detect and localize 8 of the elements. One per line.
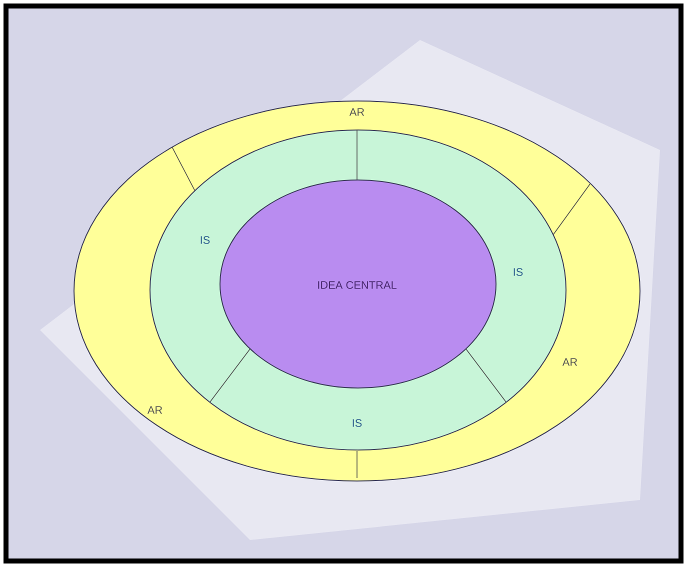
ring-label: IDEA CENTRAL — [318, 281, 397, 289]
ellipse-ring — [220, 180, 496, 388]
ring-label: AR — [562, 358, 578, 366]
ring-label: IS — [200, 236, 210, 244]
ring-label: IS — [514, 268, 523, 276]
ring-label: AR — [349, 108, 364, 116]
ring-label: AR — [147, 406, 162, 414]
ring-label: IS — [352, 419, 362, 427]
